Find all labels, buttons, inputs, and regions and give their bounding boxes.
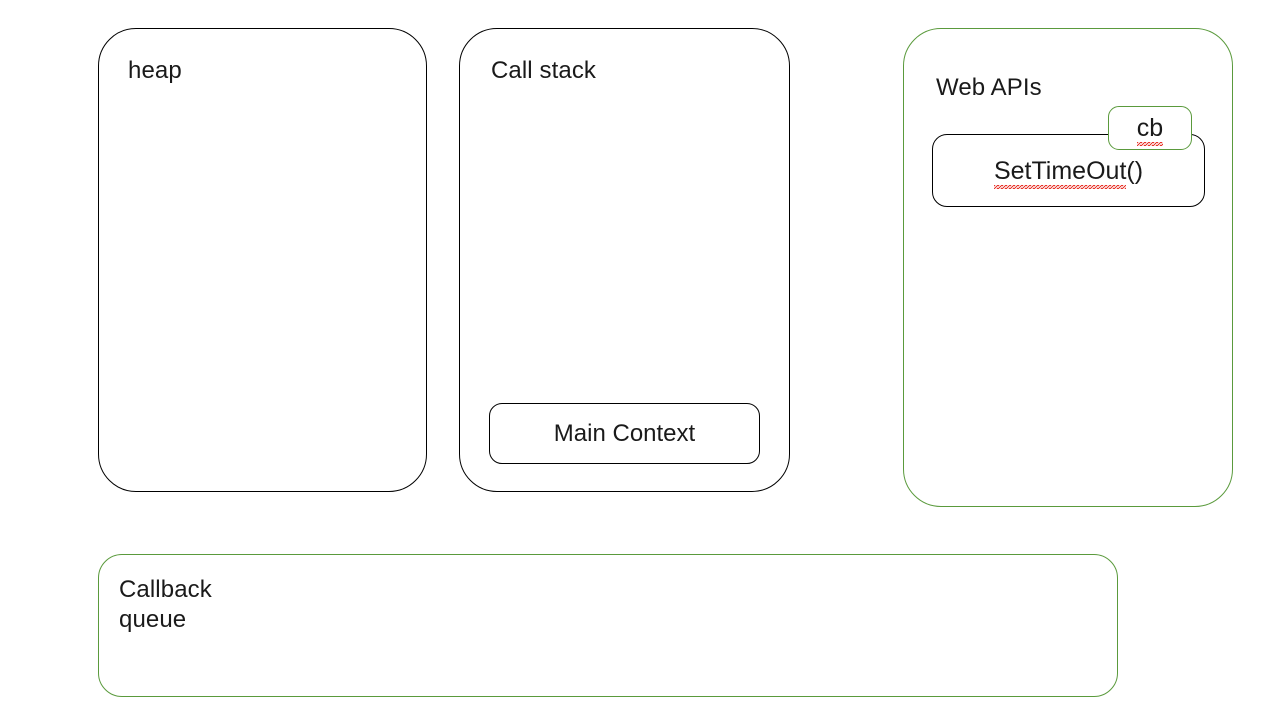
- settimeout-label: SetTimeOut(): [994, 157, 1143, 185]
- cb-label: cb: [1136, 114, 1164, 146]
- settimeout-label-word: SetTimeOut: [993, 156, 1127, 185]
- web-apis-region[interactable]: [903, 28, 1233, 507]
- web-apis-region-title: Web APIs: [936, 74, 1042, 101]
- main-context-frame[interactable]: Main Context: [489, 403, 760, 464]
- call-stack-region[interactable]: [459, 28, 790, 492]
- callback-queue-region[interactable]: [98, 554, 1118, 697]
- heap-region-title: heap: [128, 57, 182, 84]
- cb-callback-box[interactable]: cb: [1108, 106, 1192, 150]
- callback-queue-region-title: Callback queue: [119, 576, 212, 633]
- call-stack-region-title: Call stack: [491, 57, 597, 84]
- heap-region[interactable]: [98, 28, 427, 492]
- settimeout-label-parens: (): [1126, 156, 1144, 185]
- main-context-label: Main Context: [553, 419, 696, 447]
